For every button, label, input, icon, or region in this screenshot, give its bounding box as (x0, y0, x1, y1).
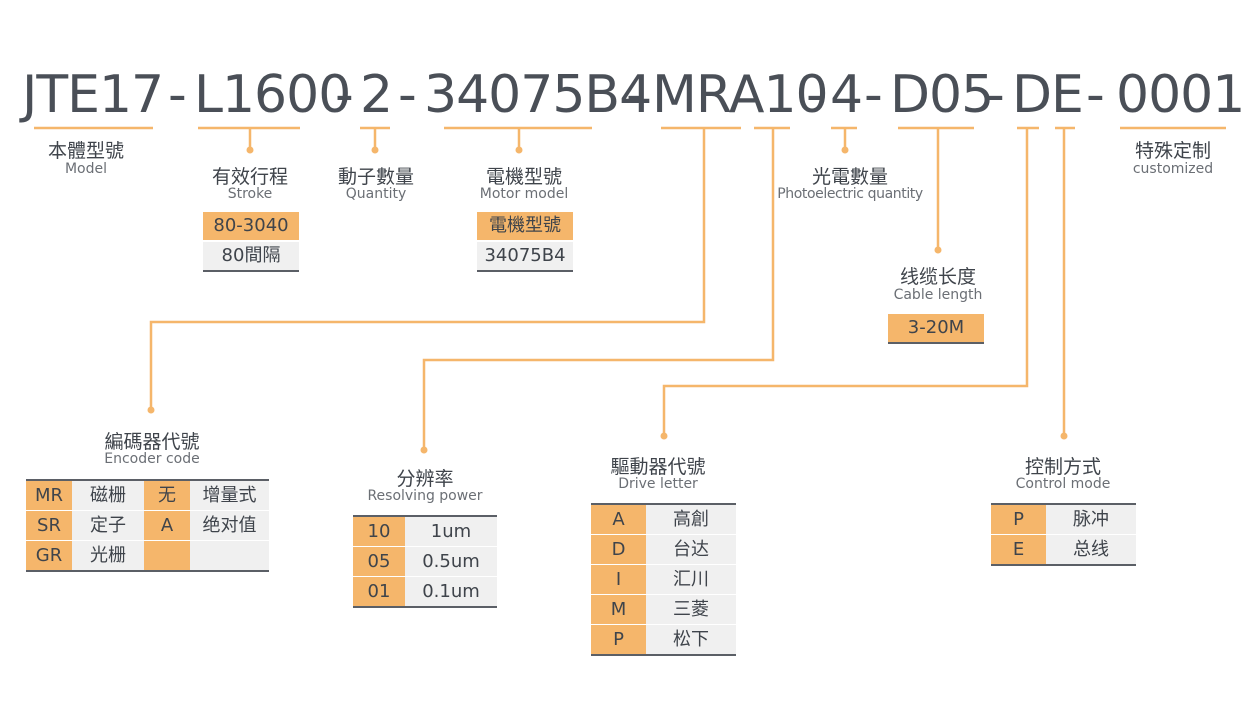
table-cell: A (144, 510, 190, 541)
code-segment-stroke: L1600 (194, 65, 351, 125)
code-separator: - (864, 65, 883, 125)
table-cell: 10 (353, 515, 405, 547)
table-cell: P (591, 624, 646, 656)
code-separator: - (398, 65, 417, 125)
table-cell: 01 (353, 576, 405, 608)
code-separator: - (986, 65, 1005, 125)
label-drive-en: Drive letter (618, 476, 698, 492)
cable-length-value: 3-20M (888, 314, 984, 342)
label-motor-cn: 電機型號 (485, 166, 562, 188)
table-cell: MR (26, 479, 72, 511)
table-cell: 总线 (1046, 534, 1136, 566)
table-cell: 磁栅 (72, 479, 144, 511)
control-table: P 脉冲 E 总线 (991, 503, 1136, 566)
label-photo-cn: 光電數量 (811, 166, 888, 188)
label-photo-en: Photoelectric quantity (777, 186, 923, 202)
table-cell: 0.5um (405, 546, 497, 577)
table-cell: 松下 (646, 624, 736, 656)
table-cell: 脉冲 (1046, 503, 1136, 535)
label-encoder-en: Encoder code (104, 451, 200, 467)
table-cell: 汇川 (646, 564, 736, 595)
resolving-table: 10 1um 05 0.5um 01 0.1um (353, 515, 497, 608)
code-segment-series: JTE17 (22, 65, 164, 125)
code-segment-motor: 34075B4 (424, 65, 652, 125)
code-separator: - (335, 65, 354, 125)
label-resolving-cn: 分辨率 (396, 468, 454, 490)
table-cell (190, 540, 269, 572)
table-cell: 三菱 (646, 594, 736, 625)
motor-model-value: 34075B4 (477, 240, 573, 270)
label-custom-en: customized (1132, 161, 1214, 177)
label-control-cn: 控制方式 (1024, 456, 1101, 478)
code-segment-encoder-resolution: MRA10 (652, 65, 829, 125)
table-cell: SR (26, 510, 72, 541)
table-cell: I (591, 564, 646, 595)
code-segment-drive-control: DE (1012, 65, 1084, 125)
table-cell: P (991, 503, 1046, 535)
table-cell: 绝对值 (190, 510, 269, 541)
table-cell: 增量式 (190, 479, 269, 511)
label-model-en: Model (64, 161, 108, 177)
stroke-range: 80-3040 (203, 212, 299, 240)
table-cell: 光栅 (72, 540, 144, 572)
code-separator: - (806, 65, 825, 125)
table-cell: GR (26, 540, 72, 572)
label-resolving-en: Resolving power (367, 488, 483, 504)
code-segment-custom: 0001 (1116, 65, 1245, 125)
code-separator: - (168, 65, 187, 125)
label-stroke-cn: 有效行程 (211, 166, 288, 188)
label-cable-en: Cable length (893, 287, 983, 303)
table-cell: E (991, 534, 1046, 566)
label-control-en: Control mode (1015, 476, 1111, 492)
code-segment-quantity: 2 (360, 65, 393, 125)
code-separator: - (1086, 65, 1105, 125)
motor-box: 電機型號 34075B4 (477, 212, 573, 272)
label-cable-cn: 线缆长度 (899, 266, 976, 288)
table-cell: 1um (405, 515, 497, 547)
stroke-interval: 80間隔 (203, 240, 299, 270)
table-cell: 0.1um (405, 576, 497, 608)
table-cell: 高創 (646, 503, 736, 535)
table-cell: D (591, 534, 646, 565)
label-quantity-cn: 動子數量 (337, 166, 414, 188)
label-drive-cn: 驅動器代號 (610, 456, 706, 478)
table-cell: 台达 (646, 534, 736, 565)
label-stroke-en: Stroke (227, 186, 273, 202)
stroke-box: 80-3040 80間隔 (203, 212, 299, 272)
label-encoder-cn: 編碼器代號 (104, 431, 200, 453)
table-cell: 定子 (72, 510, 144, 541)
code-segment-photo: 4 (830, 65, 863, 125)
motor-model-label: 電機型號 (477, 212, 573, 240)
table-cell (144, 540, 190, 572)
encoder-table: MR 磁栅 无 增量式 SR 定子 A 绝对值 GR 光栅 (26, 479, 269, 572)
table-cell: 05 (353, 546, 405, 577)
label-custom-cn: 特殊定制 (1134, 140, 1211, 162)
table-cell: M (591, 594, 646, 625)
table-cell: 无 (144, 479, 190, 511)
cable-box: 3-20M (888, 314, 984, 344)
code-segment-cable: D05 (890, 65, 994, 125)
label-motor-en: Motor model (479, 186, 569, 202)
table-cell: A (591, 503, 646, 535)
label-quantity-en: Quantity (345, 186, 407, 202)
drive-table: A 高創 D 台达 I 汇川 M 三菱 P 松下 (591, 503, 736, 656)
label-model-cn: 本體型號 (47, 140, 124, 162)
code-separator: - (626, 65, 645, 125)
